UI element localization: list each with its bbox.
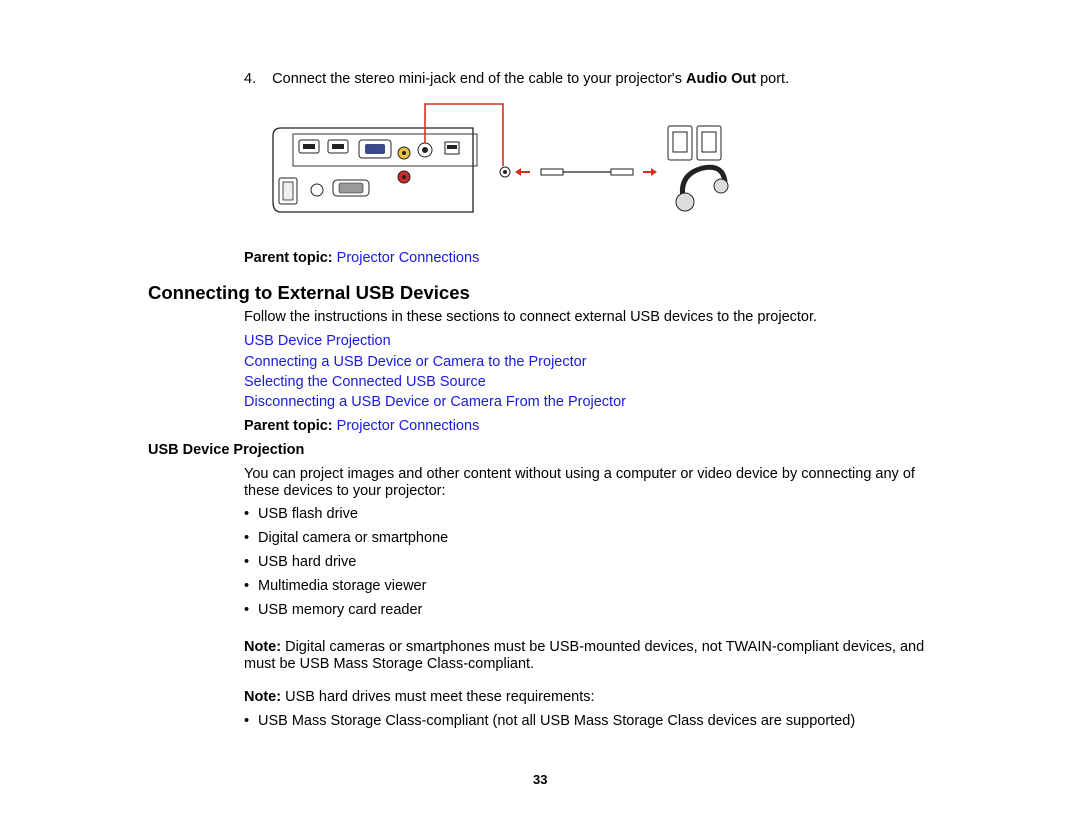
step-text-end: port. [756,71,790,87]
list-item-text: USB memory card reader [258,602,423,618]
subsection-heading: USB Device Projection [148,442,305,458]
parent-topic-1: Parent topic: Projector Connections [244,250,479,266]
step-4: 4. Connect the stereo mini-jack end of t… [244,71,789,87]
subsection-paragraph: You can project images and other content… [244,466,915,499]
bullet-icon: • [244,506,250,522]
section-heading: Connecting to External USB Devices [148,282,470,303]
step-number: 4. [244,71,257,87]
parent-topic-link[interactable]: Projector Connections [336,250,480,266]
projector-rear-panel [272,127,478,213]
audio-connection-illustration [272,103,729,213]
note-usb-mounted: Note: Digital cameras or smartphones mus… [244,639,934,673]
list-item-text: USB flash drive [258,506,358,522]
parent-topic-label: Parent topic: [244,250,333,266]
list-item-text: USB Mass Storage Class-compliant (not al… [258,713,856,729]
list-item-text: Multimedia storage viewer [258,578,427,594]
parent-topic-2: Parent topic: Projector Connections [244,418,479,434]
bullet-icon: • [244,530,250,546]
speakers-icon [667,125,722,161]
parent-topic-label: Parent topic: [244,418,333,434]
note-label: Note: [244,689,282,705]
page-number: 33 [533,772,548,787]
section-intro: Follow the instructions in these section… [244,309,818,325]
note-text: Digital cameras or smartphones must be U… [244,639,925,672]
note-hard-drive: Note: USB hard drives must meet these re… [244,689,595,705]
link-usb-device-projection[interactable]: USB Device Projection [244,333,391,349]
link-disconnecting-usb-device[interactable]: Disconnecting a USB Device or Camera Fro… [244,394,626,410]
bullet-icon: • [244,554,250,570]
step-text: Connect the stereo mini-jack end of the … [272,71,686,87]
bullet-icon: • [244,713,250,729]
parent-topic-link[interactable]: Projector Connections [336,418,480,434]
link-connecting-usb-device[interactable]: Connecting a USB Device or Camera to the… [244,354,587,370]
bullet-icon: • [244,602,250,618]
audio-cable [499,166,657,178]
list-item-text: Digital camera or smartphone [258,530,449,546]
link-selecting-usb-source[interactable]: Selecting the Connected USB Source [244,374,486,390]
note-text: USB hard drives must meet these requirem… [281,689,595,705]
step-bold-port: Audio Out [685,71,757,87]
note-label: Note: [244,639,282,655]
headphones-icon [675,164,729,212]
list-item-text: USB hard drive [258,554,357,570]
callout-line [424,103,504,166]
bullet-icon: • [244,578,250,594]
